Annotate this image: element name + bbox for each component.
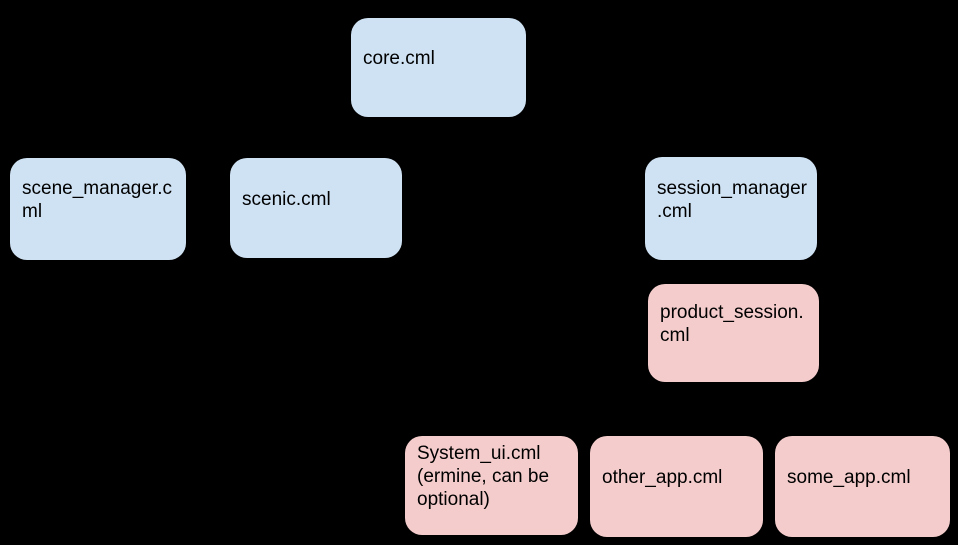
node-label-system-ui-cml: System_ui.cml (ermine, can be optional) bbox=[417, 443, 550, 510]
diagram-node-scenic-cml: scenic.cml bbox=[230, 158, 402, 258]
diagram-node-product-session-cml: product_session. cml bbox=[648, 284, 819, 382]
diagram-node-core-cml: core.cml bbox=[351, 18, 526, 117]
node-label-scene-manager-cml: scene_manager.c ml bbox=[22, 178, 172, 222]
diagram-node-scene-manager-cml: scene_manager.c ml bbox=[10, 158, 186, 260]
diagram-node-some-app-cml: some_app.cml bbox=[775, 436, 950, 537]
diagram-node-other-app-cml: other_app.cml bbox=[590, 436, 763, 537]
node-label-session-manager-cml: session_manager .cml bbox=[657, 177, 807, 222]
node-label-other-app-cml: other_app.cml bbox=[602, 467, 723, 488]
node-label-scenic-cml: scenic.cml bbox=[242, 188, 331, 210]
diagram-node-system-ui-cml: System_ui.cml (ermine, can be optional) bbox=[405, 436, 578, 535]
diagram-node-session-manager-cml: session_manager .cml bbox=[645, 157, 817, 260]
node-label-product-session-cml: product_session. cml bbox=[660, 302, 804, 346]
node-label-some-app-cml: some_app.cml bbox=[787, 467, 911, 488]
node-label-core-cml: core.cml bbox=[363, 48, 435, 69]
